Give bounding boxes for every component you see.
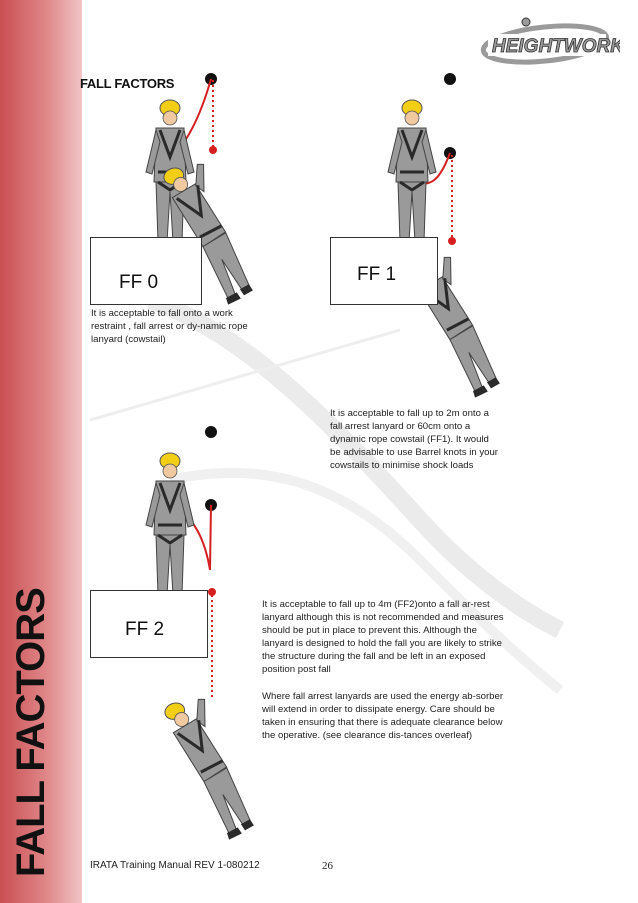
section-title: FALL FACTORS [80,76,175,91]
ff0-label: FF 0 [119,272,159,293]
page-number: 26 [322,860,333,872]
ff2-label: FF 2 [125,619,165,640]
footer-manual: IRATA Training Manual REV 1-080212 [90,860,260,871]
ff0-platform: FF 0 [90,237,202,305]
ff2-platform: FF 2 [90,590,208,658]
worker-ff2-hanging [161,689,258,848]
ff2-note-p2: Where fall arrest lanyards are used the … [262,691,504,741]
ff2-note-p1: It is acceptable to fall up to 4m (FF2)o… [262,599,504,675]
ff1-platform: FF 1 [330,237,438,305]
svg-text:HEIGHTWORKS: HEIGHTWORKS [492,36,620,57]
sidebar-band [0,0,82,903]
heightworks-logo: HEIGHTWORKS [470,14,637,74]
worker-ff1-standing [386,98,438,250]
ff1-label: FF 1 [357,264,397,285]
watermark-swoosh [89,291,565,694]
ff1-note: It is acceptable to fall up to 2m onto a… [330,408,498,471]
ff0-note: It is acceptable to fall onto a work res… [91,308,248,345]
anchor-connectors [208,146,456,596]
